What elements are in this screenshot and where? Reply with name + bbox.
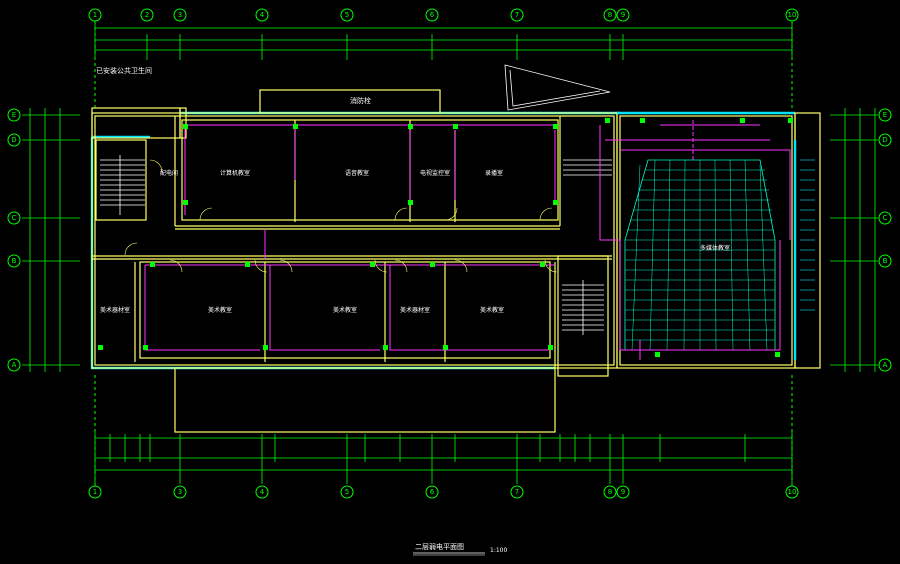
grid-bubble: D	[878, 133, 892, 147]
grid-bubble: D	[7, 133, 21, 147]
svg-text:9: 9	[621, 11, 625, 19]
room-label: 电视监控室	[420, 169, 450, 177]
svg-text:6: 6	[430, 11, 435, 19]
svg-text:3: 3	[178, 11, 182, 19]
grid-bubble: A	[7, 358, 21, 372]
svg-text:C: C	[883, 214, 888, 222]
grid-bubble: 6	[425, 8, 439, 22]
grid-bubble: 7	[510, 8, 524, 22]
ramp	[800, 159, 815, 311]
stair-mid	[563, 159, 612, 176]
grid-axes	[94, 21, 793, 486]
dimension-lines-sides	[22, 108, 878, 372]
svg-text:7: 7	[515, 488, 519, 496]
cable-runs	[144, 124, 791, 360]
grid-bubble: 9	[616, 485, 630, 499]
grid-bubble: 9	[616, 8, 630, 22]
door-swings	[124, 159, 558, 273]
grid-bubble: E	[878, 108, 892, 122]
stair-left	[100, 155, 145, 215]
grid-bubble: 3	[173, 8, 187, 22]
grid-bubbles-top: 1 2 3 4 5 6 7 8 9 10	[88, 8, 799, 22]
grid-bubble: 10	[785, 485, 799, 499]
svg-text:D: D	[11, 136, 16, 144]
grid-bubble: C	[7, 211, 21, 225]
grid-bubble: 2	[140, 8, 154, 22]
dimension-lines-top	[94, 22, 793, 60]
svg-text:5: 5	[345, 488, 349, 496]
grid-bubble: B	[7, 254, 21, 268]
grid-bubble: 5	[340, 8, 354, 22]
device-symbols	[98, 118, 793, 357]
grid-bubble: A	[878, 358, 892, 372]
grid-bubble: 8	[603, 485, 617, 499]
svg-text:B: B	[883, 257, 888, 265]
svg-text:2: 2	[145, 11, 149, 19]
grid-bubble: 3	[173, 485, 187, 499]
svg-text:1: 1	[93, 488, 97, 496]
stair-right	[562, 280, 604, 335]
grid-bubble: 7	[510, 485, 524, 499]
grid-bubble: 1	[88, 8, 102, 22]
svg-text:8: 8	[608, 11, 612, 19]
svg-text:3: 3	[178, 488, 182, 496]
svg-text:8: 8	[608, 488, 612, 496]
grid-bubble: 1	[88, 485, 102, 499]
room-label: 美术教室	[208, 306, 232, 314]
room-label: 美术教室	[333, 306, 357, 314]
grid-bubble: B	[878, 254, 892, 268]
svg-text:E: E	[12, 111, 16, 119]
drawing-title: 二层弱电平面图	[415, 542, 464, 551]
svg-text:B: B	[12, 257, 17, 265]
drawing-scale: 1:100	[490, 547, 507, 554]
room-label: 消防栓	[350, 96, 371, 105]
grid-bubble: E	[7, 108, 21, 122]
grid-bubble: C	[878, 211, 892, 225]
grid-bubble: 4	[255, 485, 269, 499]
svg-text:C: C	[12, 214, 17, 222]
auditorium-seating	[624, 120, 776, 351]
room-label: 已安装公共卫生间	[96, 66, 152, 75]
room-label: 美术器材室	[400, 306, 430, 314]
grid-bubbles-bottom: 1 3 4 5 6 7 8 9 10	[88, 485, 799, 499]
svg-text:5: 5	[345, 11, 349, 19]
svg-text:10: 10	[788, 488, 797, 496]
grid-bubbles-right: E D C B A	[878, 108, 892, 372]
grid-bubble: 6	[425, 485, 439, 499]
room-label: 配电间	[160, 169, 178, 177]
room-labels: 已安装公共卫生间 消防栓 配电间 计算机教室 语音教室 电视监控室 录播室 多媒…	[96, 66, 730, 314]
room-label: 计算机教室	[220, 169, 250, 177]
grid-bubble: 10	[785, 8, 799, 22]
room-label: 多媒体教室	[700, 244, 730, 252]
svg-text:9: 9	[621, 488, 625, 496]
drawing-title-block: 二层弱电平面图 1:100	[413, 542, 507, 556]
svg-text:A: A	[12, 361, 17, 369]
svg-text:4: 4	[260, 11, 265, 19]
svg-text:E: E	[883, 111, 887, 119]
dimension-lines-bottom	[94, 430, 793, 484]
svg-text:4: 4	[260, 488, 265, 496]
grid-bubble: 5	[340, 485, 354, 499]
svg-text:A: A	[883, 361, 888, 369]
grid-bubble: 8	[603, 8, 617, 22]
room-label: 录播室	[485, 169, 503, 177]
grid-bubbles-left: E D C B A	[7, 108, 21, 372]
room-label: 美术教室	[480, 306, 504, 314]
svg-text:D: D	[882, 136, 887, 144]
svg-text:6: 6	[430, 488, 435, 496]
svg-text:10: 10	[788, 11, 797, 19]
room-label: 语音教室	[345, 169, 369, 177]
grid-bubble: 4	[255, 8, 269, 22]
svg-text:1: 1	[93, 11, 97, 19]
room-label: 美术器材室	[100, 306, 130, 314]
svg-text:7: 7	[515, 11, 519, 19]
